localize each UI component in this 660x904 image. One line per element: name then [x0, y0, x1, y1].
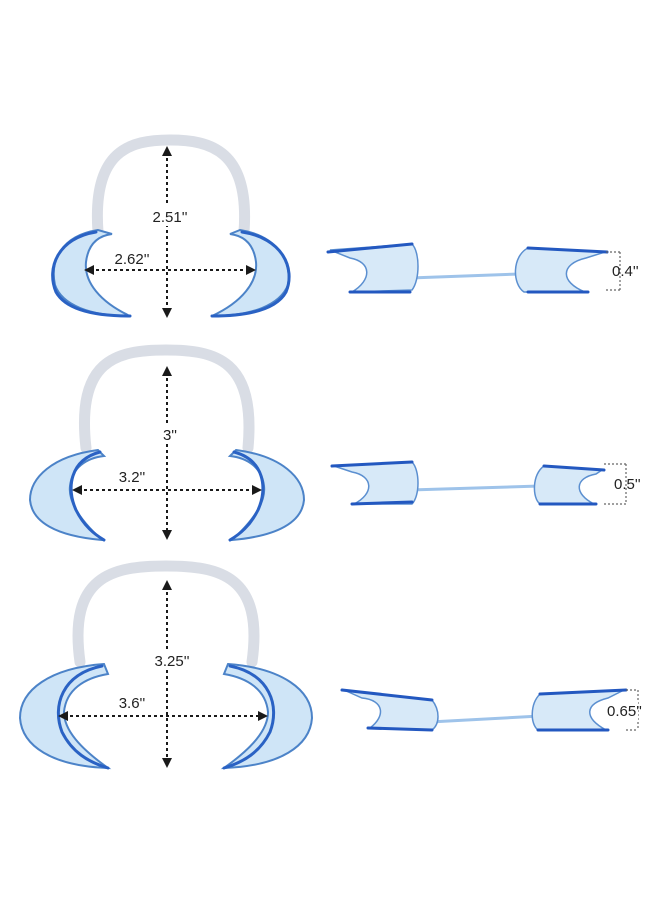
depth-label: 0.5'': [614, 476, 641, 493]
right-cup-rim: [228, 450, 265, 542]
dimension-width-medium: [72, 485, 262, 495]
retractor-medium-front: [28, 344, 306, 542]
retractor-small-side: [326, 242, 609, 294]
retractor-large-side: [340, 688, 628, 732]
left-side-cup: [333, 461, 419, 505]
height-label: 2.51'': [153, 209, 188, 226]
dimension-height-large: [162, 580, 172, 768]
right-side-rim-top: [538, 688, 628, 696]
dimension-width-small: [84, 265, 256, 275]
right-cheek-cup: [227, 448, 306, 542]
right-side-rim-top: [526, 246, 609, 254]
left-side-rim-bottom: [366, 726, 434, 732]
dimension-depth-medium: [604, 463, 627, 505]
left-side-rim-top: [326, 242, 414, 254]
left-cup-rim: [69, 450, 106, 542]
dimension-height-small: [162, 146, 172, 318]
depth-label: 0.65'': [607, 703, 642, 720]
width-label: 3.6'': [119, 695, 146, 712]
dimension-height-medium: [162, 366, 172, 540]
right-side-rim-top: [542, 464, 606, 472]
left-cheek-cup: [28, 448, 107, 542]
left-cup-rim: [51, 230, 132, 318]
height-label: 3'': [163, 427, 177, 444]
right-side-cup: [533, 465, 605, 505]
retractor-medium-side: [330, 460, 606, 506]
right-cup-rim: [222, 664, 276, 770]
connector-bar: [409, 272, 521, 280]
width-label: 3.2'': [119, 469, 146, 486]
dimension-width-large: [58, 711, 268, 721]
right-side-cup: [514, 247, 606, 293]
clear-arch-band: [72, 560, 260, 668]
height-label: 3.25'': [155, 653, 190, 670]
width-label: 2.62'': [115, 251, 150, 268]
clear-arch-band: [79, 344, 255, 454]
left-cup-rim: [56, 664, 110, 770]
right-cup-rim: [210, 230, 291, 318]
left-side-rim-bottom: [350, 500, 414, 506]
clear-arch-band: [91, 134, 251, 238]
retractor-small-front: [51, 134, 291, 318]
connector-bar: [429, 714, 541, 724]
connector-bar: [409, 484, 541, 492]
left-side-rim-top: [340, 688, 434, 702]
left-side-rim-top: [330, 460, 414, 468]
depth-label: 0.4'': [612, 263, 639, 280]
